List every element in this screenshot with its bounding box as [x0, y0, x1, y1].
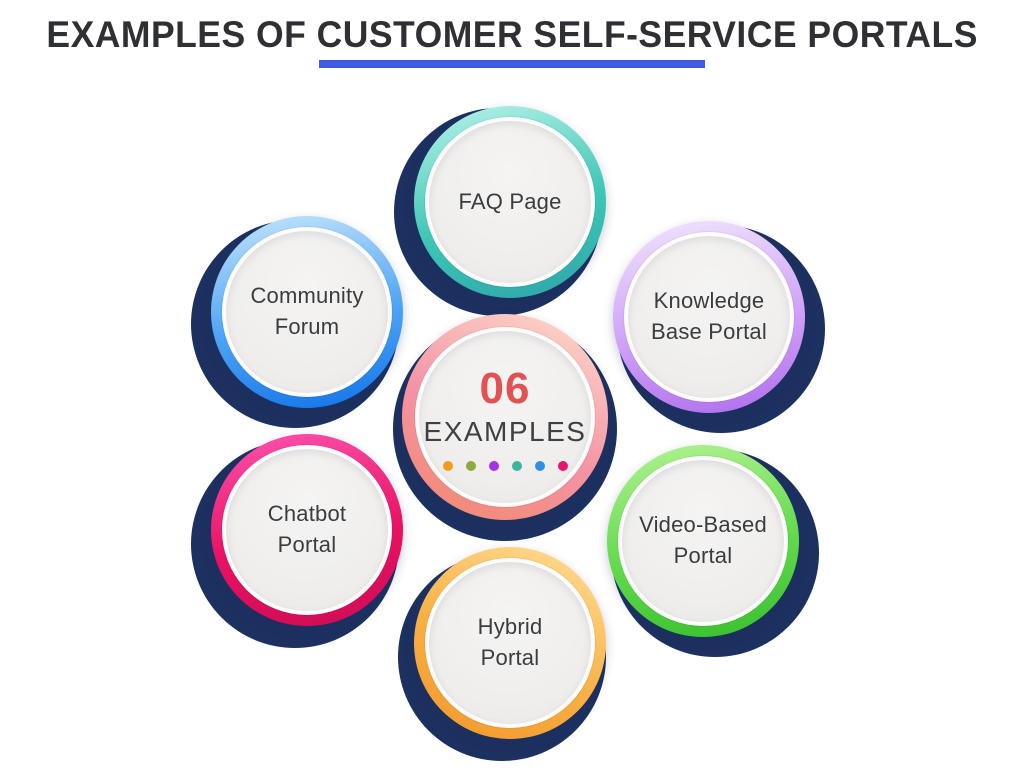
- node-face: Knowledge Base Portal: [624, 232, 794, 402]
- node-ring-hybrid-portal: Hybrid Portal: [414, 547, 606, 739]
- node-ring-knowledge-base-portal: Knowledge Base Portal: [613, 221, 805, 413]
- node-center-examples: 06 EXAMPLES: [393, 314, 617, 541]
- color-dot: [534, 460, 545, 471]
- color-dot: [442, 460, 453, 471]
- center-count: 06: [479, 363, 531, 413]
- node-knowledge-base-portal: Knowledge Base Portal: [613, 221, 825, 433]
- node-face: Video-Based Portal: [618, 456, 788, 626]
- color-dot: [557, 460, 568, 471]
- color-dot: [511, 460, 522, 471]
- node-label-chatbot-portal: Chatbot Portal: [267, 501, 347, 557]
- node-ring-community-forum: Community Forum: [211, 216, 403, 408]
- node-label-faq-page: FAQ Page: [458, 188, 562, 214]
- color-dot: [488, 460, 499, 471]
- node-face: 06 EXAMPLES: [415, 327, 595, 507]
- node-face: Hybrid Portal: [425, 558, 595, 728]
- header: EXAMPLES OF CUSTOMER SELF-SERVICE PORTAL…: [0, 14, 1024, 68]
- node-face: FAQ Page: [425, 117, 595, 287]
- node-hybrid-portal: Hybrid Portal: [398, 547, 606, 761]
- node-label-hybrid-portal: Hybrid Portal: [477, 614, 543, 670]
- node-faq-page: FAQ Page: [394, 106, 606, 316]
- center-label: EXAMPLES: [423, 415, 587, 447]
- node-face: Community Forum: [222, 227, 392, 397]
- node-community-forum: Community Forum: [191, 216, 403, 428]
- color-dots-row: [442, 460, 568, 471]
- node-label-video-based-portal: Video-Based Portal: [639, 512, 767, 568]
- page-title: EXAMPLES OF CUSTOMER SELF-SERVICE PORTAL…: [46, 14, 978, 55]
- node-ring-center: 06 EXAMPLES: [402, 314, 608, 520]
- node-label-community-forum: Community Forum: [250, 283, 364, 339]
- node-chatbot-portal: Chatbot Portal: [191, 434, 403, 648]
- node-face: Chatbot Portal: [222, 445, 392, 615]
- node-label-knowledge-base-portal: Knowledge Base Portal: [651, 288, 767, 344]
- node-ring-faq-page: FAQ Page: [414, 106, 606, 298]
- node-video-based-portal: Video-Based Portal: [607, 445, 819, 657]
- node-ring-chatbot-portal: Chatbot Portal: [211, 434, 403, 626]
- node-ring-video-based-portal: Video-Based Portal: [607, 445, 799, 637]
- color-dot: [465, 460, 476, 471]
- title-underline: [319, 60, 705, 68]
